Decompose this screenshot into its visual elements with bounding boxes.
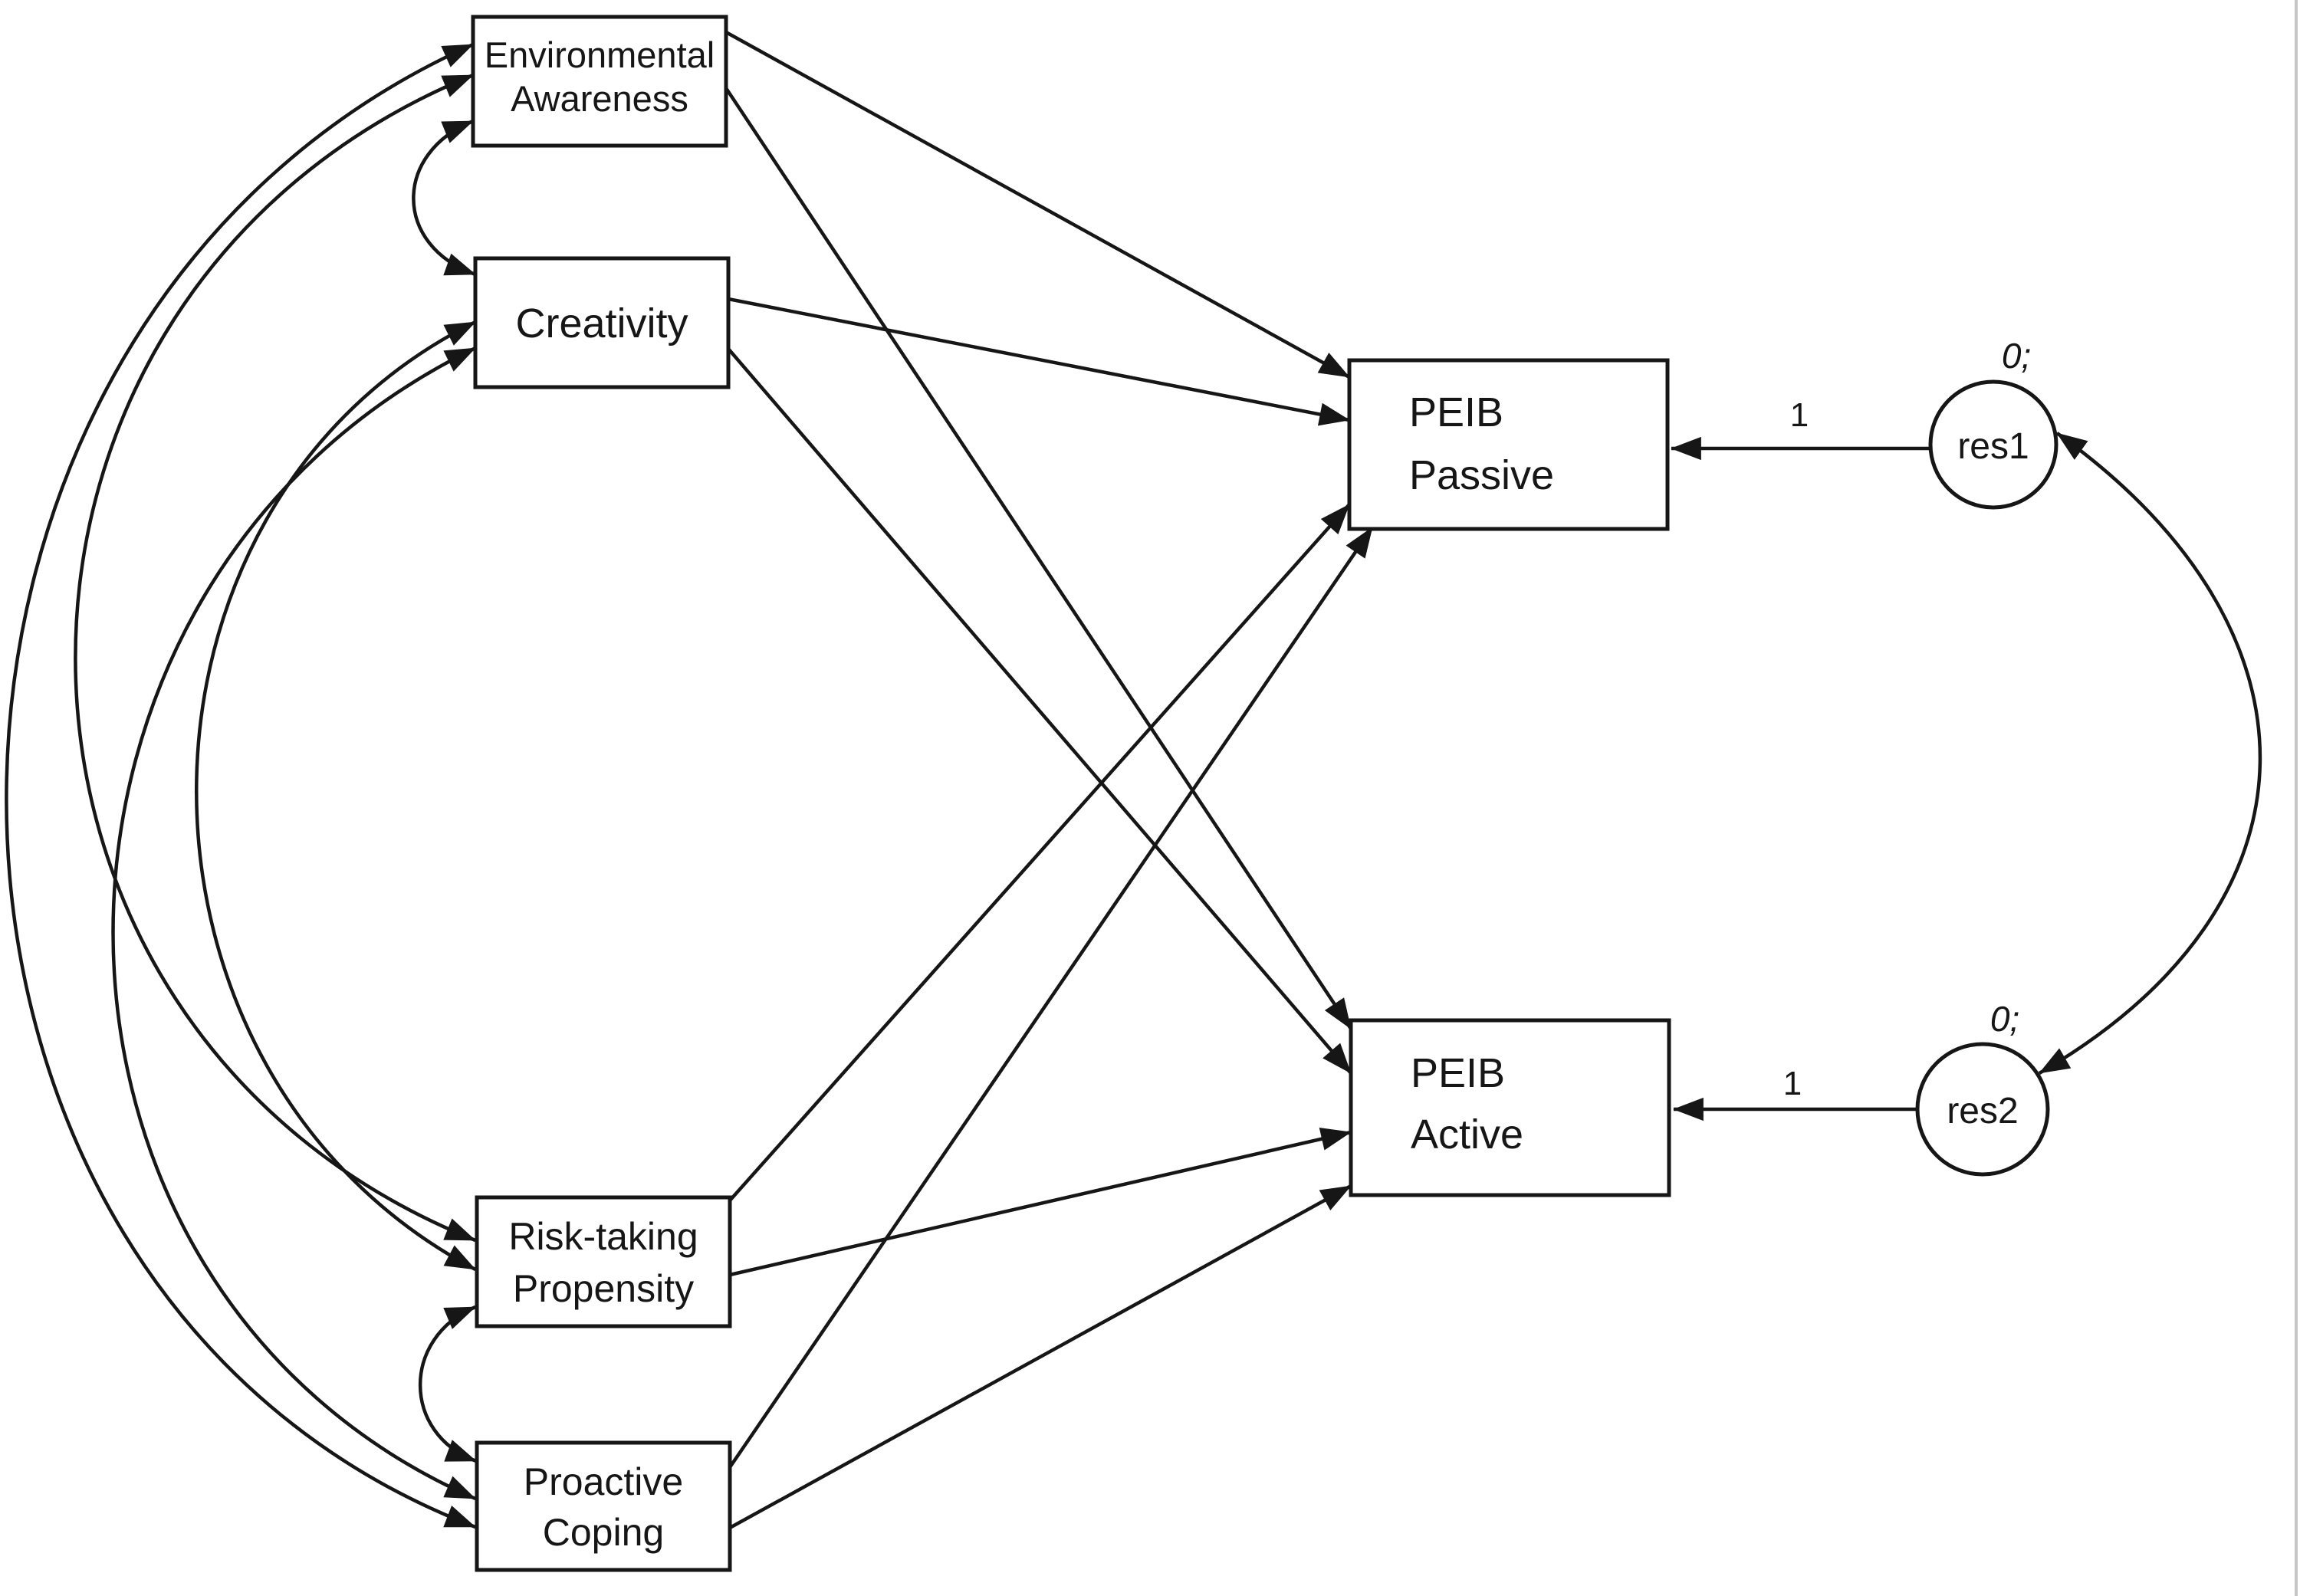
path-creativity-to-peib-active bbox=[727, 347, 1352, 1075]
res2-variance-label: 0; bbox=[1990, 999, 2019, 1039]
risk-taking-propensity-box bbox=[475, 1195, 732, 1328]
peib-passive-label-line2: Passive bbox=[1409, 452, 1554, 498]
path-env-to-peib-active bbox=[724, 87, 1352, 1030]
path-env-to-peib-passive bbox=[724, 31, 1351, 379]
res2-label: res2 bbox=[1947, 1091, 2018, 1131]
environmental-awareness-box bbox=[471, 15, 728, 148]
risk-taking-propensity-label-line2: Propensity bbox=[513, 1267, 694, 1310]
res1-variance-label: 0; bbox=[2002, 336, 2031, 376]
node-res1: res1 0; bbox=[1928, 336, 2058, 510]
res1-circle bbox=[1928, 379, 2058, 510]
covariance-paths bbox=[5, 42, 2262, 1529]
node-proactive-coping: Proactive Coping bbox=[475, 1440, 732, 1572]
path-proactive-to-peib-active bbox=[728, 1184, 1352, 1529]
path-proactive-to-peib-passive bbox=[728, 526, 1374, 1469]
covariance-env-proactive bbox=[5, 42, 476, 1529]
loading-label-res1: 1 bbox=[1790, 396, 1809, 434]
environmental-awareness-label-line2: Awareness bbox=[511, 78, 688, 119]
path-creativity-to-peib-passive bbox=[728, 297, 1350, 426]
covariance-env-creativity bbox=[412, 119, 476, 277]
covariance-env-risk bbox=[74, 73, 476, 1243]
node-peib-passive: PEIB Passive bbox=[1347, 358, 1670, 531]
path-risk-to-peib-passive bbox=[728, 503, 1351, 1202]
covariance-creativity-risk bbox=[195, 320, 477, 1271]
node-res2: res2 0; bbox=[1915, 999, 2050, 1177]
peib-active-label-line2: Active bbox=[1411, 1112, 1523, 1158]
node-creativity: Creativity bbox=[473, 256, 731, 389]
node-environmental-awareness: Environmental Awareness bbox=[471, 15, 728, 148]
proactive-coping-box bbox=[475, 1440, 732, 1572]
res1-label: res1 bbox=[1957, 426, 2029, 467]
res2-circle bbox=[1915, 1042, 2050, 1177]
creativity-box bbox=[473, 256, 731, 389]
covariance-risk-proactive bbox=[419, 1305, 477, 1463]
covariance-creativity-proactive bbox=[111, 346, 476, 1501]
environmental-awareness-label-line1: Environmental bbox=[485, 34, 715, 75]
creativity-label: Creativity bbox=[515, 300, 688, 346]
peib-passive-label-line1: PEIB bbox=[1409, 389, 1503, 435]
path-risk-to-peib-active bbox=[729, 1127, 1352, 1277]
peib-active-box bbox=[1349, 1018, 1671, 1197]
regression-paths bbox=[724, 31, 1930, 1529]
node-risk-taking-propensity: Risk-taking Propensity bbox=[475, 1195, 732, 1328]
peib-active-label-line1: PEIB bbox=[1411, 1050, 1505, 1096]
peib-passive-box bbox=[1347, 358, 1670, 531]
risk-taking-propensity-label-line1: Risk-taking bbox=[508, 1215, 698, 1258]
loading-label-res2: 1 bbox=[1783, 1065, 1802, 1102]
proactive-coping-label-line1: Proactive bbox=[524, 1460, 683, 1503]
proactive-coping-label-line2: Coping bbox=[543, 1511, 664, 1554]
node-peib-active: PEIB Active bbox=[1349, 1018, 1671, 1197]
covariance-res1-res2 bbox=[2038, 432, 2262, 1075]
